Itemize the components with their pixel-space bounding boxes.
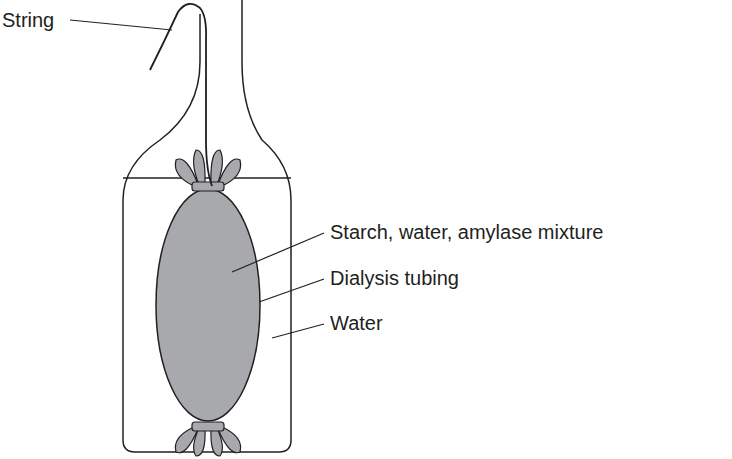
water: [123, 178, 291, 452]
leader-line: [70, 20, 324, 338]
string: [150, 4, 212, 186]
part-label: Starch, water, amylase mixture: [330, 220, 603, 244]
tie-band: [192, 422, 224, 431]
string-label: String: [2, 8, 54, 32]
part-label: Dialysis tubing: [330, 266, 459, 290]
water-surface: [123, 177, 291, 179]
tie-band: [192, 182, 224, 191]
dialysis-bag: [156, 189, 260, 421]
bottle: [123, 0, 291, 452]
part-label: Water: [330, 311, 383, 335]
